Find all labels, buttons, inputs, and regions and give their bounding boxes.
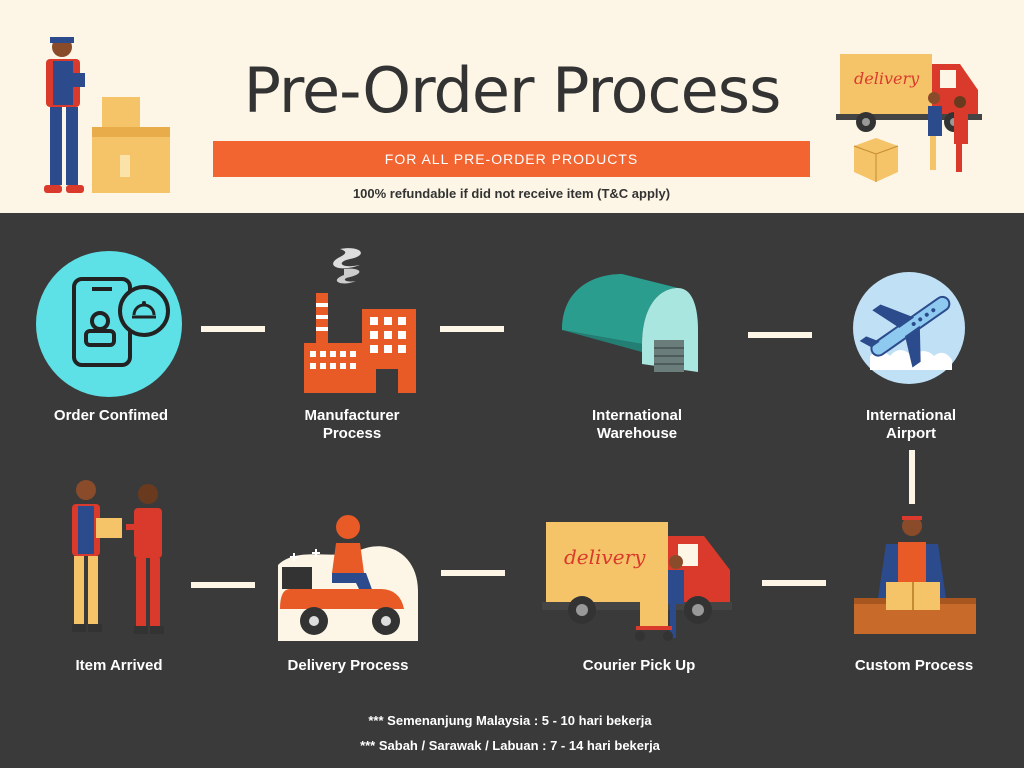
- connector-1-2: [201, 326, 265, 332]
- delivery-truck-header-icon: delivery: [836, 54, 982, 182]
- step-label-warehouse: International Warehouse: [591, 407, 682, 442]
- factory-icon: [304, 248, 416, 393]
- truck-lettering: delivery: [564, 545, 646, 569]
- handover-icon: [72, 480, 164, 634]
- connector-6-7: [441, 570, 505, 576]
- step-label-order-confirmed: Order Confimed: [53, 407, 169, 424]
- connector-2-3: [440, 326, 504, 332]
- footer-note-east: *** Sabah / Sarawak / Labuan : 7 - 14 ha…: [360, 738, 660, 753]
- step-label-airport: International Airport: [865, 407, 956, 442]
- step-label-manufacturer: Manufacturer Process: [304, 407, 400, 442]
- courier-with-boxes-icon: [44, 37, 170, 193]
- refund-note: 100% refundable if did not receive item …: [352, 186, 671, 201]
- delivery-truck-icon: delivery: [542, 522, 732, 641]
- connector-5-6: [762, 580, 826, 586]
- step-label-item-arrived: Item Arrived: [75, 657, 163, 674]
- step-label-delivery: Delivery Process: [287, 657, 409, 674]
- banner-strip: FOR ALL PRE-ORDER PRODUCTS: [213, 141, 810, 177]
- phone-order-icon: [36, 251, 182, 397]
- scooter-rider-icon: [278, 515, 418, 641]
- step-label-custom: Custom Process: [854, 657, 974, 674]
- page-title: Pre-Order Process: [243, 54, 782, 127]
- connector-7-8: [191, 582, 255, 588]
- svg-text:delivery: delivery: [854, 69, 920, 88]
- footer-note-peninsular: *** Semenanjung Malaysia : 5 - 10 hari b…: [368, 713, 652, 728]
- connector-3-4: [748, 332, 812, 338]
- connector-4-5: [909, 450, 915, 504]
- warehouse-icon: [562, 274, 698, 372]
- step-label-courier: Courier Pick Up: [582, 657, 696, 674]
- airplane-icon: [853, 272, 965, 384]
- customs-worker-icon: [854, 516, 976, 634]
